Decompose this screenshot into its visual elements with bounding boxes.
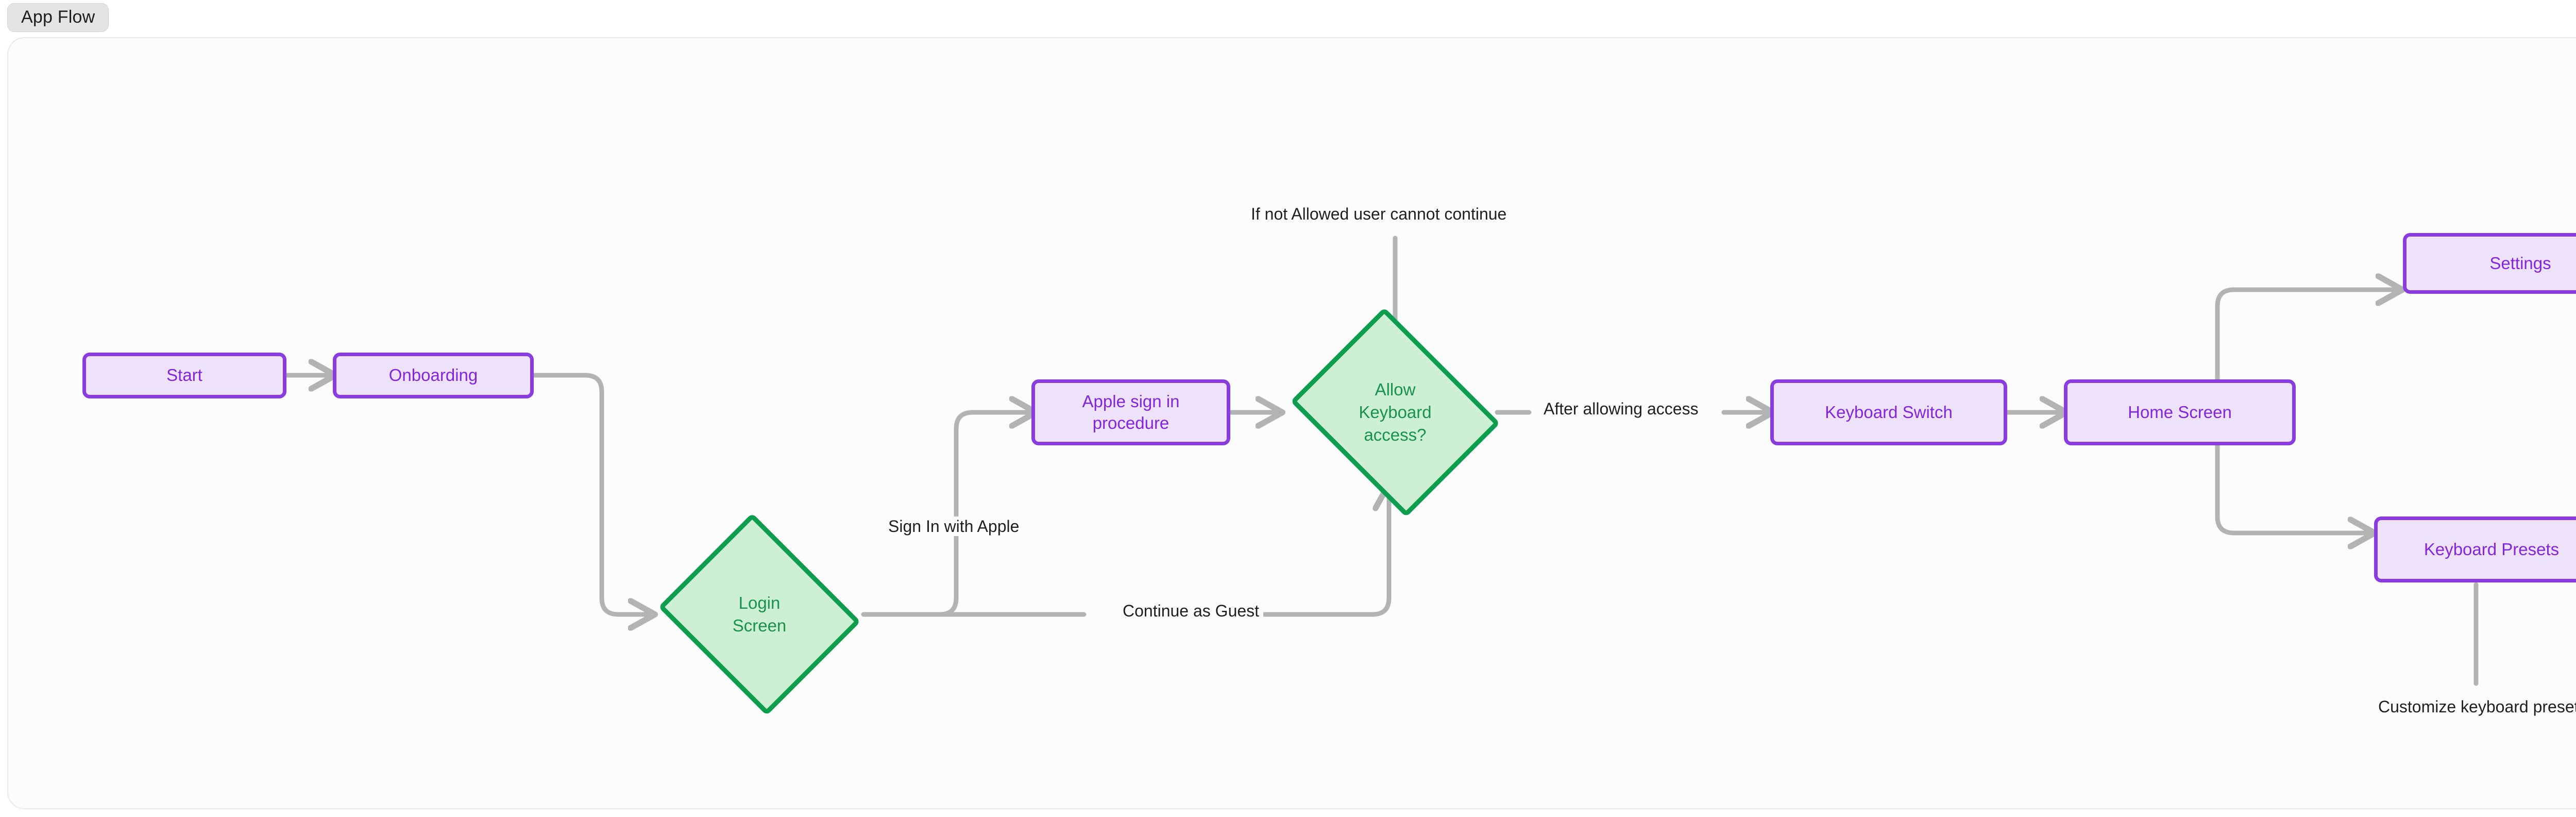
edge-login-allow-right <box>1242 487 1389 617</box>
edge-home-settings <box>2215 290 2400 396</box>
edge-label-sign-in-with-apple: Sign In with Apple <box>884 516 1024 537</box>
edge-label-continue-as-guest: Continue as Guest <box>1118 601 1264 621</box>
node-login-screen[interactable]: Login Screen <box>651 513 868 716</box>
edge-layer <box>284 236 2479 686</box>
node-keyboard-presets-label: Keyboard Presets <box>2424 539 2560 559</box>
node-keyboard-switch-label: Keyboard Switch <box>1825 402 1953 422</box>
node-start[interactable]: Start <box>82 353 286 398</box>
edge-onboarding-login <box>531 373 652 614</box>
note-customize-keyboard-presets: Customize keyboard presets <box>2378 697 2576 716</box>
node-apple-sign-in[interactable]: Apple sign in procedure <box>1031 379 1230 445</box>
allow-diamond-shape <box>1290 307 1500 518</box>
edge-label-after-allowing-access: After allowing access <box>1539 399 1703 419</box>
login-diamond-shape <box>658 513 861 716</box>
edge-login-apple <box>937 412 1033 617</box>
node-onboarding[interactable]: Onboarding <box>333 353 534 398</box>
node-keyboard-presets[interactable]: Keyboard Presets <box>2374 516 2576 582</box>
node-apple-sign-in-line2: procedure <box>1092 413 1170 432</box>
node-keyboard-switch[interactable]: Keyboard Switch <box>1770 379 2007 445</box>
tab-bar: App Flow <box>7 3 109 32</box>
node-home-screen[interactable]: Home Screen <box>2064 379 2296 445</box>
node-home-screen-label: Home Screen <box>2128 402 2232 422</box>
note-if-not-allowed: If not Allowed user cannot continue <box>1251 205 1507 223</box>
edge-home-presets <box>2215 428 2372 533</box>
node-onboarding-label: Onboarding <box>388 365 478 385</box>
node-apple-sign-in-line1: Apple sign in <box>1082 391 1180 411</box>
node-settings[interactable]: Settings <box>2403 233 2576 294</box>
node-settings-label: Settings <box>2489 253 2551 273</box>
tab-app-flow[interactable]: App Flow <box>7 3 109 32</box>
diagram-canvas[interactable]: Start Onboarding Login Screen Apple sign… <box>7 37 2576 809</box>
node-allow-keyboard-access[interactable]: Allow Keyboard access? <box>1280 307 1511 518</box>
node-start-label: Start <box>166 365 202 385</box>
